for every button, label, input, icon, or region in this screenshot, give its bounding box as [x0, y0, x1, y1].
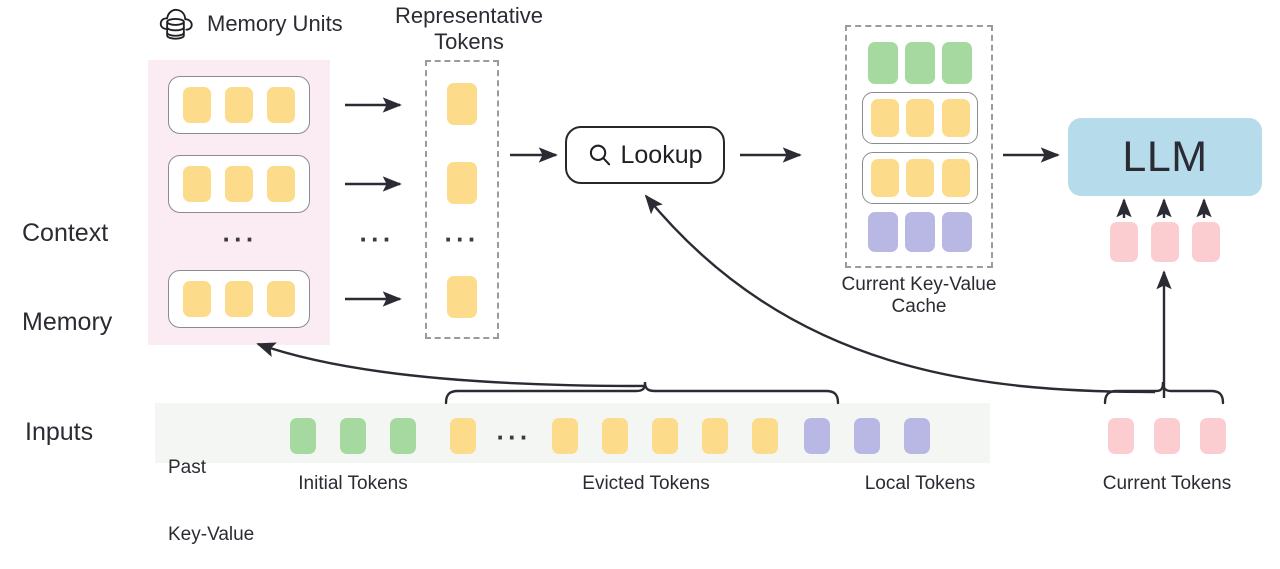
memory-token [267, 166, 295, 202]
kv-token-yellow [941, 159, 970, 197]
representative-tokens-header: Representative Tokens [378, 3, 560, 55]
memory-token [267, 87, 295, 123]
kv-row-initial [868, 42, 972, 84]
input-token-local [854, 418, 880, 454]
lookup-button[interactable]: Lookup [565, 126, 725, 184]
memory-unit-1[interactable] [168, 76, 310, 134]
context-memory-label: Context Memory [22, 160, 112, 367]
kv-token-purple [905, 212, 935, 252]
input-token-evicted [450, 418, 476, 454]
past-key-value-line1: Past [168, 456, 207, 478]
arrow-evicted-to-context-memory [256, 342, 646, 388]
magnifier-icon [587, 142, 613, 168]
lookup-label: Lookup [620, 140, 703, 169]
kv-row-local [868, 212, 972, 252]
representative-tokens-label-line1: Representative [395, 3, 543, 28]
kv-token-yellow [941, 99, 970, 137]
kv-token-green [905, 42, 935, 84]
input-token-evicted [702, 418, 728, 454]
input-token-current [1108, 418, 1134, 454]
representative-token-1 [447, 83, 477, 125]
input-token-initial [290, 418, 316, 454]
memory-token [183, 281, 211, 317]
inputs-label: Inputs [25, 418, 94, 446]
memory-to-representative-ellipsis: ··· [359, 224, 395, 254]
memory-token [183, 87, 211, 123]
input-token-evicted [752, 418, 778, 454]
brace-current-tokens [1103, 381, 1225, 405]
representative-tokens-label-line2: Tokens [434, 29, 504, 54]
inputs-ellipsis: ··· [496, 422, 532, 452]
memory-token [225, 166, 253, 202]
llm-input-token [1151, 222, 1179, 262]
initial-tokens-caption: Initial Tokens [298, 473, 408, 494]
kv-token-yellow [906, 159, 934, 197]
brace-evicted-tokens [444, 381, 840, 405]
input-token-current [1154, 418, 1180, 454]
input-token-initial [340, 418, 366, 454]
llm-label: LLM [1122, 132, 1208, 181]
current-kv-cache-caption-line2: Cache [891, 296, 947, 317]
past-key-value-line2: Key-Value [168, 524, 255, 546]
llm-input-tokens [1110, 222, 1220, 262]
context-memory-label-line1: Context [22, 219, 109, 247]
kv-token-purple [868, 212, 898, 252]
memory-token [225, 87, 253, 123]
kv-token-yellow [906, 99, 934, 137]
context-memory-label-line2: Memory [22, 307, 113, 336]
input-token-local [904, 418, 930, 454]
llm-input-token [1192, 222, 1220, 262]
current-kv-cache-caption: Current Key-Value Cache [810, 274, 1028, 318]
kv-token-green [868, 42, 898, 84]
input-token-initial [390, 418, 416, 454]
evicted-tokens-caption: Evicted Tokens [582, 473, 710, 494]
kv-token-yellow [870, 99, 899, 137]
memory-token [267, 281, 295, 317]
kv-row-retrieved-unit-1 [862, 92, 978, 144]
local-tokens-caption: Local Tokens [864, 473, 976, 494]
input-token-evicted [552, 418, 578, 454]
kv-token-green [942, 42, 972, 84]
memory-units-ellipsis: ··· [222, 224, 258, 254]
llm-box[interactable]: LLM [1068, 118, 1262, 196]
input-token-evicted [602, 418, 628, 454]
input-token-current [1200, 418, 1226, 454]
memory-token [225, 281, 253, 317]
past-key-value-label: Past Key-Value [168, 412, 254, 569]
input-token-evicted [652, 418, 678, 454]
kv-row-retrieved-unit-2 [862, 152, 978, 204]
memory-unit-2[interactable] [168, 155, 310, 213]
current-tokens-caption: Current Tokens [1102, 473, 1232, 494]
llm-input-token [1110, 222, 1138, 262]
memory-units-label: Memory Units [207, 11, 343, 36]
memory-unit-3[interactable] [168, 270, 310, 328]
representative-token-2 [447, 162, 477, 204]
cloud-database-icon [158, 4, 198, 44]
representative-tokens-ellipsis: ··· [444, 224, 480, 254]
kv-token-yellow [870, 159, 899, 197]
current-kv-cache-caption-line1: Current Key-Value [841, 274, 997, 295]
memory-token [183, 166, 211, 202]
kv-token-purple [942, 212, 972, 252]
input-token-local [804, 418, 830, 454]
representative-tokens-box [425, 60, 499, 339]
representative-token-3 [447, 276, 477, 318]
memory-units-header: Memory Units [158, 4, 343, 44]
